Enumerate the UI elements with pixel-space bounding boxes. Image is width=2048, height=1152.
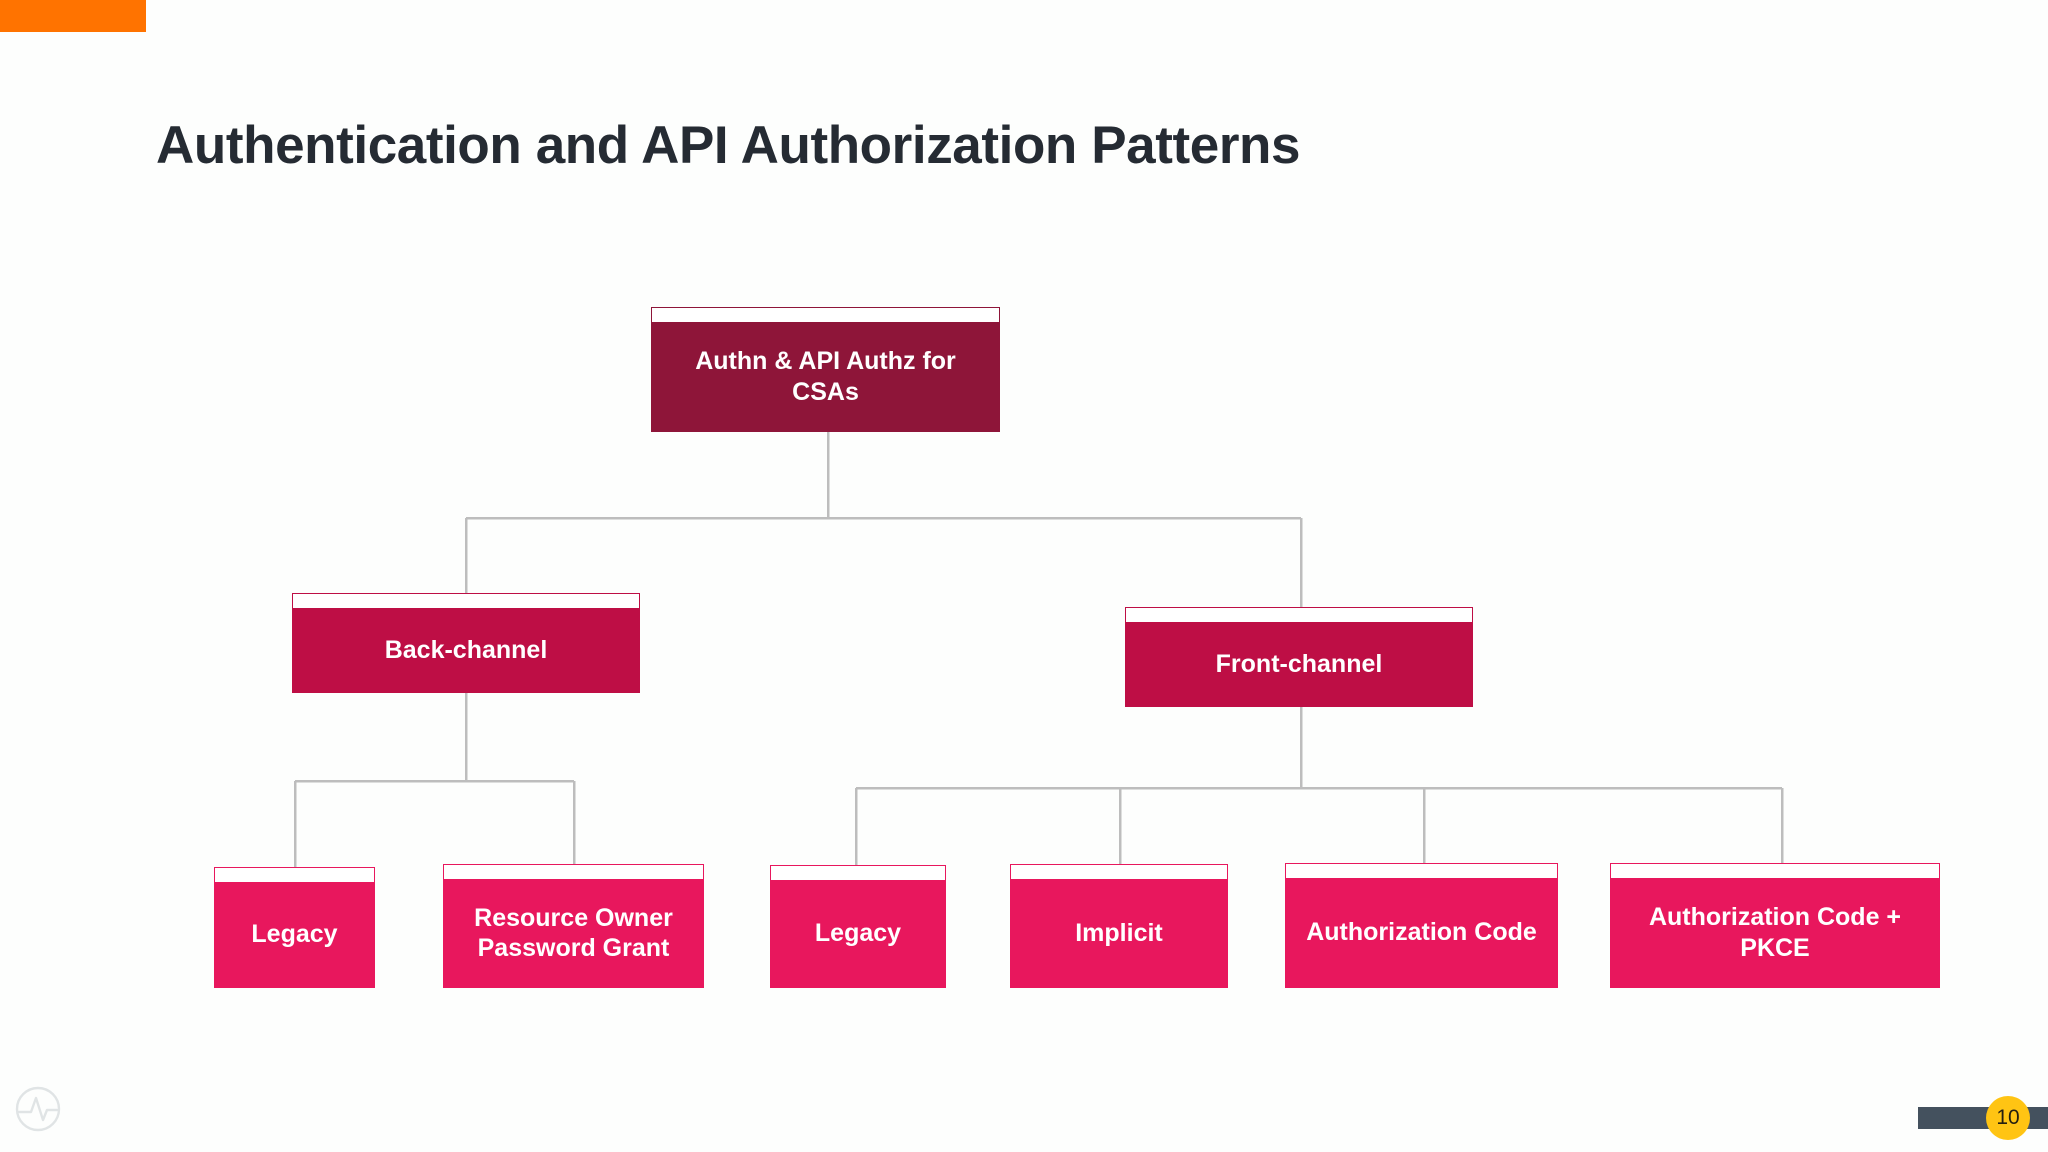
- node-bc-legacy[interactable]: Legacy: [214, 867, 375, 988]
- page-title: Authentication and API Authorization Pat…: [156, 116, 1301, 175]
- node-label-fc-authcode: Authorization Code: [1306, 918, 1537, 947]
- node-fc-authorization-code-pkce[interactable]: Authorization Code + PKCE: [1610, 863, 1940, 988]
- node-cap: [1611, 864, 1939, 879]
- page-indicator: 10: [1900, 1096, 2048, 1140]
- node-fc-implicit[interactable]: Implicit: [1010, 864, 1228, 988]
- node-root[interactable]: Authn & API Authz for CSAs: [651, 307, 1000, 432]
- node-front-channel[interactable]: Front-channel: [1125, 607, 1473, 707]
- node-fc-legacy[interactable]: Legacy: [770, 865, 946, 988]
- page-number-badge: 10: [1986, 1096, 2030, 1140]
- node-fc-authorization-code[interactable]: Authorization Code: [1285, 863, 1558, 988]
- node-label-bc-legacy: Legacy: [251, 920, 338, 949]
- node-label-root: Authn & API Authz for CSAs: [695, 347, 956, 406]
- node-cap: [215, 868, 374, 883]
- node-bc-resource-owner-password-grant[interactable]: Resource Owner Password Grant: [443, 864, 704, 988]
- node-cap: [444, 865, 703, 880]
- node-label-bc-ropg: Resource Owner Password Grant: [474, 903, 673, 963]
- node-back-channel[interactable]: Back-channel: [292, 593, 640, 693]
- pulse-circle-logo-icon: [14, 1085, 62, 1133]
- node-label-fc-authcode-pkce: Authorization Code + PKCE: [1648, 903, 1902, 962]
- node-cap: [652, 308, 999, 323]
- node-label-fc-legacy: Legacy: [814, 919, 902, 948]
- node-cap: [1286, 864, 1557, 879]
- node-label-fc-implicit: Implicit: [1075, 918, 1163, 947]
- accent-bar: [0, 0, 146, 32]
- node-label-back-channel: Back-channel: [384, 635, 548, 664]
- node-label-front-channel: Front-channel: [1215, 649, 1383, 678]
- node-cap: [293, 594, 639, 609]
- node-cap: [771, 866, 945, 881]
- node-cap: [1011, 865, 1227, 880]
- node-cap: [1126, 608, 1472, 623]
